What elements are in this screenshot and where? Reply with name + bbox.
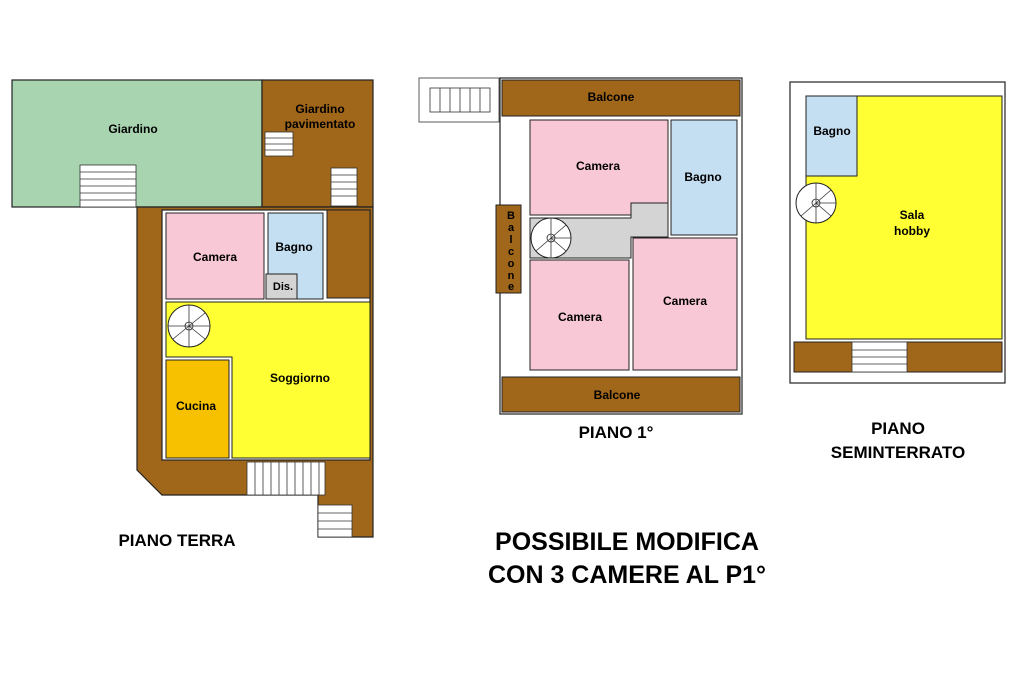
ground-right-passage (326, 209, 371, 299)
paved-garden-stairs-right (330, 167, 358, 207)
label-giardino-pav-1: Giardino (295, 102, 344, 116)
label-ground-cucina: Cucina (176, 399, 216, 413)
first-balcony-top (501, 79, 741, 117)
first-bedroom-top (529, 119, 669, 216)
label-ground-camera: Camera (193, 250, 237, 264)
label-basement-hobby: hobby (894, 224, 930, 238)
ground-entrance-stairs (246, 461, 326, 496)
first-balcony-side (495, 204, 522, 294)
label-side-letter: n (508, 270, 515, 282)
ground-floor-plan: Giardino Giardino pavimentato Camera Bag… (11, 79, 374, 550)
label-basement-bagno: Bagno (813, 124, 850, 138)
ground-closet (265, 273, 298, 300)
first-spiral-stair (530, 217, 572, 259)
label-first-camera-bl: Camera (558, 310, 602, 324)
ground-spiral-stair (167, 304, 211, 348)
caption-line-1: POSSIBILE MODIFICA (495, 528, 759, 556)
label-ground-bagno: Bagno (275, 240, 312, 254)
label-ground-soggiorno: Soggiorno (270, 371, 330, 385)
caption-line-2: CON 3 CAMERE AL P1° (488, 561, 766, 589)
label-first-balcone-top: Balcone (588, 90, 635, 104)
first-floor-plan: Balcone Camera Bagno B a l c o n e Camer… (418, 77, 743, 442)
label-first-bagno: Bagno (684, 170, 721, 184)
label-basement-sala: Sala (900, 208, 925, 222)
label-first-camera-top: Camera (576, 159, 620, 173)
ground-side-stairs (317, 504, 353, 538)
garden-stairs (79, 164, 137, 208)
label-side-letter: c (508, 246, 514, 258)
first-bathroom (670, 119, 738, 236)
first-balcony-bottom (501, 376, 741, 413)
first-bedroom-bottom-right (632, 237, 738, 371)
basement-plan: Bagno Sala hobby PIANO SEMINTERRATO (789, 81, 1006, 462)
basement-stairs (851, 341, 908, 373)
label-ground-dis: Dis. (273, 281, 293, 293)
first-floor-title: PIANO 1° (579, 423, 654, 442)
basement-title-2: SEMINTERRATO (831, 443, 965, 462)
basement-bathroom (805, 95, 858, 177)
garden-area (11, 79, 263, 208)
label-giardino: Giardino (108, 122, 157, 136)
first-floor-ext-stairs (418, 77, 500, 123)
label-side-letter: e (508, 281, 514, 293)
label-side-letter: l (509, 234, 512, 246)
ground-bedroom (165, 212, 265, 300)
paved-garden-stairs-top (264, 131, 294, 157)
ground-floor-title: PIANO TERRA (118, 531, 235, 550)
first-bedroom-bottom-left (529, 259, 630, 371)
label-side-letter: B (507, 210, 515, 222)
label-side-letter: o (508, 258, 515, 270)
basement-spiral-stair (795, 182, 837, 224)
label-side-letter: a (508, 222, 515, 234)
ground-kitchen (165, 359, 230, 459)
ground-living (165, 301, 371, 459)
label-first-balcone-bottom: Balcone (594, 388, 641, 402)
label-first-balcone-side: B a l c o n e (507, 210, 515, 293)
label-giardino-pav-2: pavimentato (285, 117, 356, 131)
label-first-camera-br: Camera (663, 294, 707, 308)
modification-caption: POSSIBILE MODIFICA CON 3 CAMERE AL P1° (488, 528, 766, 589)
basement-title-1: PIANO (871, 419, 925, 438)
